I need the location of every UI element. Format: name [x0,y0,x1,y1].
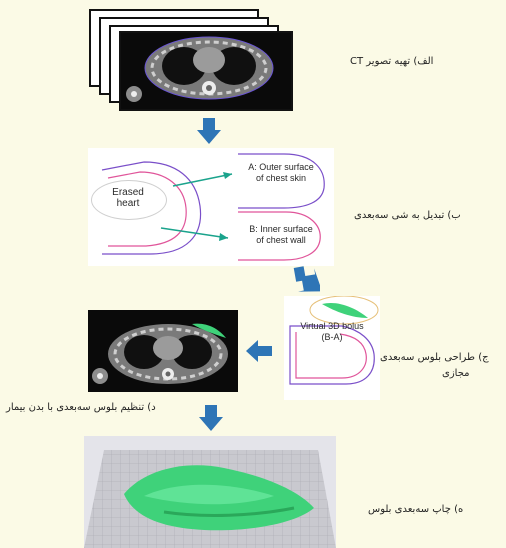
contour-diagram: Erased heart A: Outer surface of chest s… [88,148,334,266]
outer-surface-label-line1: A: Outer surface [228,162,334,173]
step-b-label: ب) تبدیل به شی سه‌بعدی [354,210,461,221]
arrow-down-icon [197,118,221,144]
arrow-down-right-icon [292,266,320,294]
virtual-bolus-panel: Virtual 3D bolus (B-A) [284,296,380,400]
bolus-contour-drawing [284,296,380,400]
arrow-down-icon [199,405,223,431]
ct-slice-with-bolus [88,310,238,392]
step-d-label: د) تنظیم بلوس سه‌بعدی با بدن بیمار [6,402,156,413]
erased-heart-label-line1: Erased [91,187,165,198]
ct-slice-stack [88,8,303,112]
erased-heart-label-line2: heart [91,198,165,209]
step-e-label: ه) چاپ سه‌بعدی بلوس [368,504,463,515]
inner-surface-label-line1: B: Inner surface [228,224,334,235]
inner-surface-label-line2: of chest wall [228,235,334,246]
printed-bolus-render [84,436,336,548]
step-a-label: الف) تهیه تصویر CT [350,56,433,67]
outer-surface-label-line2: of chest skin [228,173,334,184]
virtual-bolus-label-line2: (B-A) [284,332,380,343]
step-c-label-line1: ج) طراحی بلوس سه‌بعدی [380,352,489,363]
arrow-left-icon [246,340,272,362]
virtual-bolus-label-line1: Virtual 3D bolus [284,321,380,332]
step-c-label-line2: مجازی [442,368,470,379]
